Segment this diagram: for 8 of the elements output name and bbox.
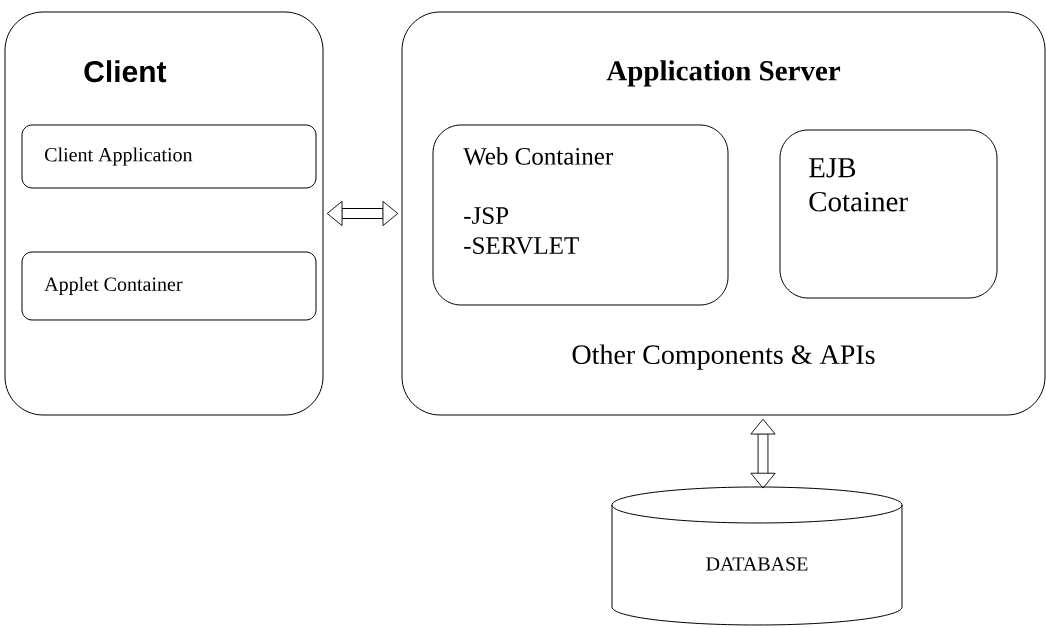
container-box: Web Container -JSP -SERVLET — [432, 124, 729, 306]
database-cylinder: DATABASE — [611, 486, 903, 626]
double-arrow — [326, 200, 399, 227]
double-arrow — [750, 418, 776, 489]
component-box: Applet Container — [21, 251, 317, 321]
node-label: DATABASE — [706, 557, 808, 571]
container-box: EJB Cotainer — [779, 129, 998, 299]
component-box: Client Application — [21, 124, 317, 189]
